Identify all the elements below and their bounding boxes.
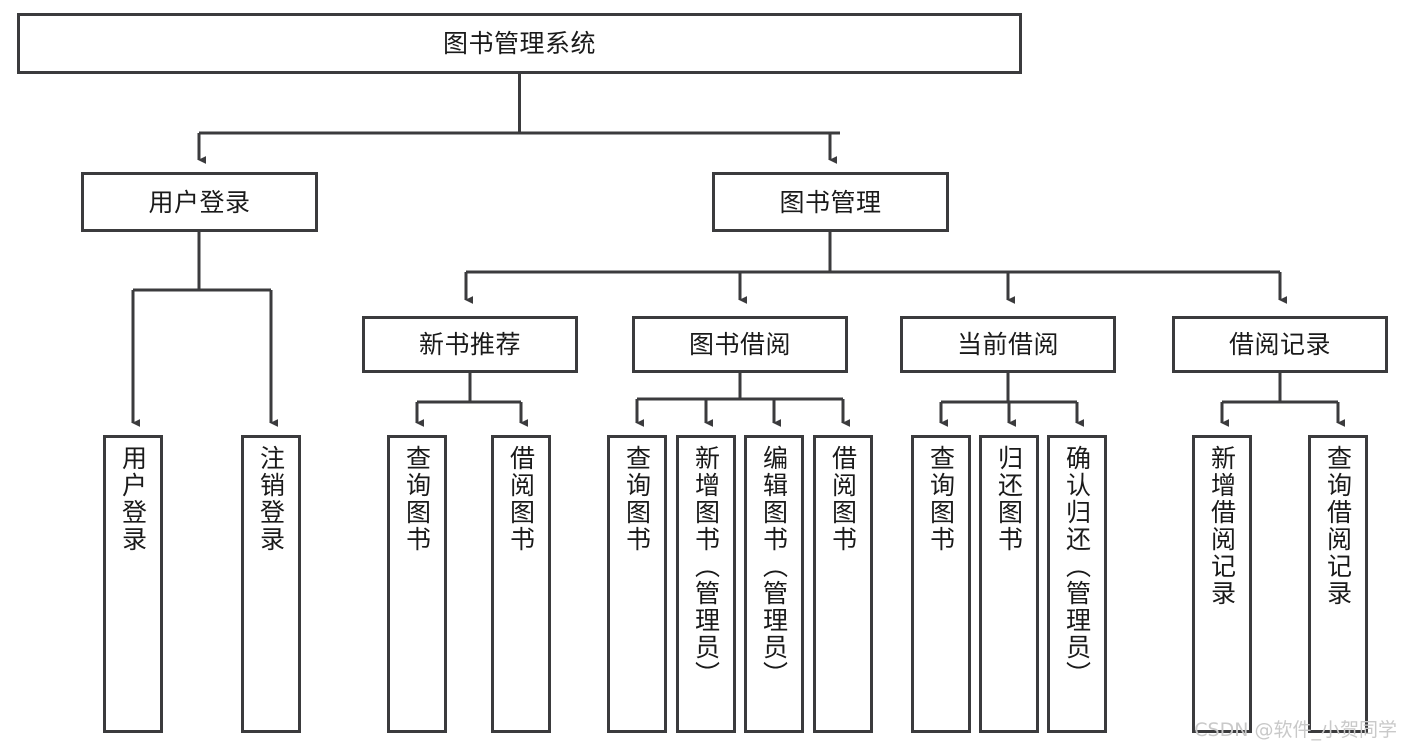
node-leaf-borrow-book-1-label: 借阅图书 [506, 445, 536, 553]
node-leaf-logout-label: 注销登录 [256, 445, 286, 553]
node-leaf-add-book-admin[interactable]: 新增图书（管理员） [676, 435, 736, 733]
node-leaf-borrow-book-2[interactable]: 借阅图书 [813, 435, 873, 733]
node-login[interactable]: 用户登录 [81, 172, 318, 232]
node-root-label: 图书管理系统 [442, 29, 596, 58]
node-leaf-borrow-book-2-label: 借阅图书 [828, 445, 858, 553]
node-login-label: 用户登录 [148, 187, 251, 217]
node-current-borrow[interactable]: 当前借阅 [900, 316, 1116, 373]
node-book-management[interactable]: 图书管理 [712, 172, 949, 232]
csdn-watermark: CSDN @软件_小贺同学 [1194, 719, 1397, 741]
node-leaf-edit-book-admin-label: 编辑图书（管理员） [759, 445, 789, 688]
node-borrow-records-label: 借阅记录 [1228, 330, 1331, 359]
node-leaf-return-book-label: 归还图书 [994, 445, 1024, 553]
node-borrow-records[interactable]: 借阅记录 [1172, 316, 1388, 373]
node-leaf-add-book-admin-label: 新增图书（管理员） [691, 445, 721, 688]
node-root[interactable]: 图书管理系统 [17, 13, 1022, 74]
node-leaf-edit-book-admin[interactable]: 编辑图书（管理员） [744, 435, 804, 733]
node-leaf-logout[interactable]: 注销登录 [241, 435, 301, 733]
node-leaf-return-book[interactable]: 归还图书 [979, 435, 1039, 733]
node-new-book-recommend-label: 新书推荐 [418, 330, 521, 359]
node-book-management-label: 图书管理 [779, 187, 882, 217]
node-leaf-confirm-return-admin[interactable]: 确认归还（管理员） [1047, 435, 1107, 733]
node-leaf-borrow-book-1[interactable]: 借阅图书 [491, 435, 551, 733]
node-leaf-confirm-return-admin-label: 确认归还（管理员） [1062, 445, 1092, 688]
node-leaf-query-book-3-label: 查询图书 [926, 445, 956, 553]
node-leaf-user-login[interactable]: 用户登录 [103, 435, 163, 733]
node-leaf-query-borrow-record[interactable]: 查询借阅记录 [1308, 435, 1368, 733]
node-book-borrow[interactable]: 图书借阅 [632, 316, 848, 373]
node-leaf-query-book-1-label: 查询图书 [402, 445, 432, 553]
node-leaf-add-borrow-record[interactable]: 新增借阅记录 [1192, 435, 1252, 733]
node-new-book-recommend[interactable]: 新书推荐 [362, 316, 578, 373]
node-leaf-query-book-1[interactable]: 查询图书 [387, 435, 447, 733]
node-leaf-query-book-2[interactable]: 查询图书 [607, 435, 667, 733]
node-leaf-user-login-label: 用户登录 [118, 445, 148, 553]
node-leaf-query-book-3[interactable]: 查询图书 [911, 435, 971, 733]
node-book-borrow-label: 图书借阅 [688, 330, 791, 359]
node-current-borrow-label: 当前借阅 [956, 330, 1059, 359]
node-leaf-add-borrow-record-label: 新增借阅记录 [1207, 445, 1237, 607]
node-leaf-query-book-2-label: 查询图书 [622, 445, 652, 553]
node-leaf-query-borrow-record-label: 查询借阅记录 [1323, 445, 1353, 607]
